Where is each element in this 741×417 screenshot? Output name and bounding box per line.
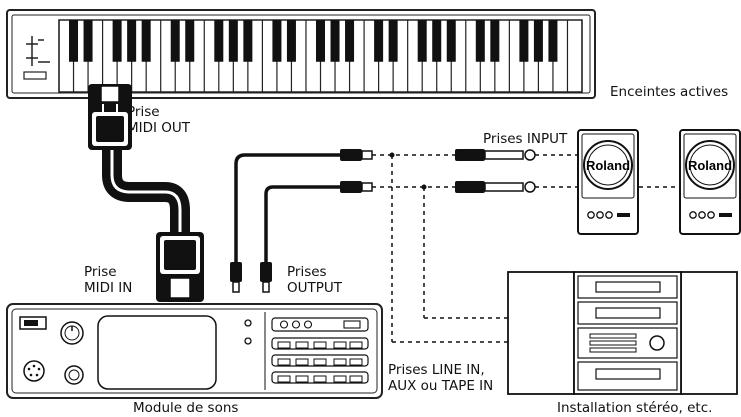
black-key [315,20,326,62]
midi-in-label: Prise MIDI IN [84,264,132,296]
midi-cable [88,84,204,302]
speakers-caption: Enceintes actives [610,84,729,100]
black-key [69,20,79,62]
module-button [349,375,363,383]
audio-cables [230,149,688,343]
module-button [277,358,291,366]
output-label-line2: OUTPUT [287,280,343,296]
midi-out-label-line1: Prise [127,104,160,120]
output-label-line1: Prises [287,264,327,280]
midi-in-label-line1: Prise [84,264,117,280]
black-key [533,20,543,62]
black-key [374,20,384,62]
module-button [313,375,327,383]
black-key [127,20,137,62]
black-key [330,20,340,62]
black-key [286,20,296,62]
stereo-system [507,271,738,395]
module-button [277,341,291,349]
black-key [228,20,238,62]
module-button [349,341,363,349]
black-key [243,20,253,62]
sound-module [6,303,383,399]
speaker-right: Roland [679,129,741,235]
black-key [170,20,180,62]
black-key [490,20,500,62]
line-in-label-line2: AUX ou TAPE IN [388,378,494,394]
line-in-label-line1: Prises LINE IN, [388,362,485,378]
module-button [295,375,309,383]
speaker-left-brand: Roland [586,158,630,173]
jack-plug-bottom [455,181,536,193]
black-key [214,20,224,62]
module-button [333,375,347,383]
black-key [388,20,398,62]
black-key [185,20,195,62]
black-keys [69,20,558,62]
black-key [272,20,282,62]
module-button [349,358,363,366]
sound-module-caption: Module de sons [133,400,239,416]
stereo-caption: Installation stéréo, etc. [557,400,713,416]
module-button [313,341,327,349]
output-label: Prises OUTPUT [287,264,342,296]
black-key [475,20,485,62]
black-key [519,20,529,62]
module-button [295,341,309,349]
module-button [277,375,291,383]
module-buttons [277,341,363,383]
module-button [333,341,347,349]
pitch-mod-controls [23,36,50,80]
module-button [313,358,327,366]
input-label: Prises INPUT [483,131,568,147]
black-key [432,20,442,62]
black-key [446,20,456,62]
module-button [333,358,347,366]
line-in-label: Prises LINE IN, AUX ou TAPE IN [388,362,493,394]
module-button [295,358,309,366]
rca-plug-top [340,149,373,161]
rca-plug-bottom [340,181,373,193]
midi-out-label: Prise MIDI OUT [127,104,190,136]
midi-keyboard [6,9,596,99]
speaker-left: Roland [577,129,639,235]
black-key [548,20,558,62]
black-key [141,20,151,62]
midi-out-label-line2: MIDI OUT [127,120,191,136]
midi-out-plug [88,84,132,150]
black-key [345,20,355,62]
midi-in-plug [156,232,204,302]
black-key [417,20,427,62]
jack-plug-top [455,149,536,161]
black-key [112,20,122,62]
black-key [83,20,93,62]
midi-in-label-line2: MIDI IN [84,280,133,296]
output-plug-left [230,262,242,293]
speaker-right-brand: Roland [688,158,732,173]
output-plug-right [260,262,272,293]
